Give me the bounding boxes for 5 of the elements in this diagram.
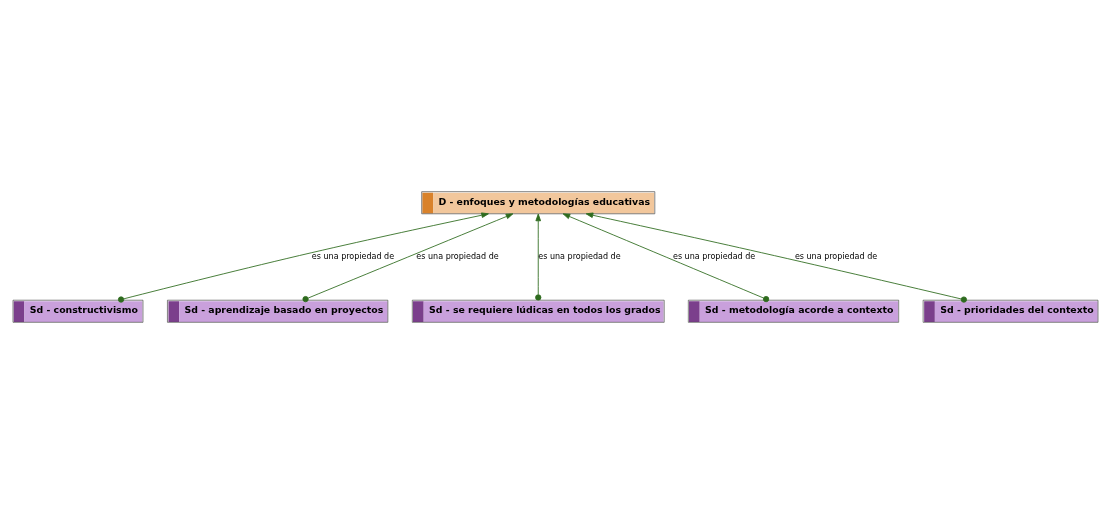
arrow — [117, 212, 489, 303]
arrow — [302, 213, 514, 303]
arrow — [535, 213, 542, 301]
arrow — [562, 213, 770, 303]
arrow — [585, 212, 967, 303]
